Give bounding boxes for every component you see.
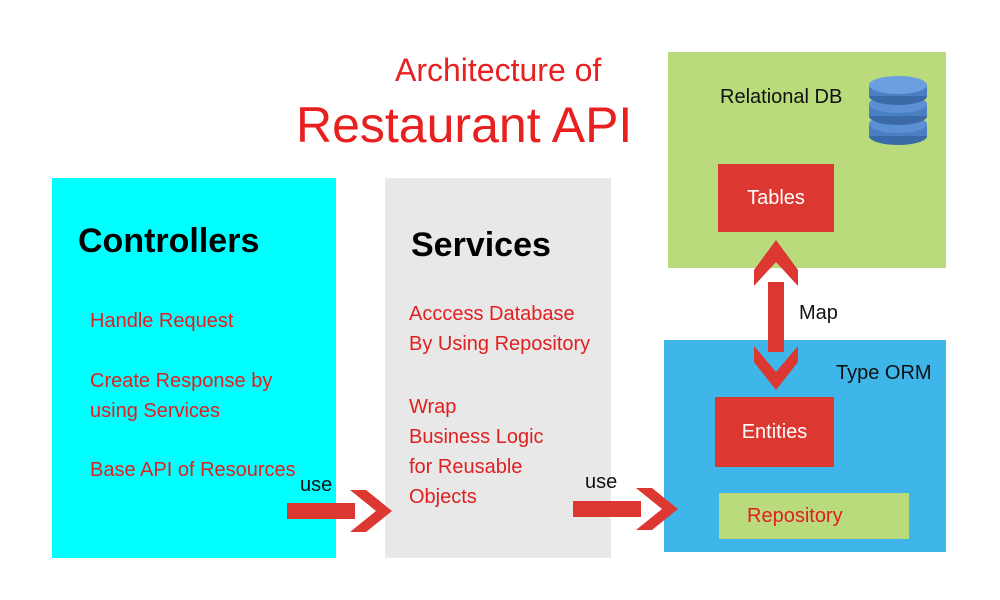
controllers-box: Controllers Handle Request Create Respon… [52, 178, 336, 558]
entities-label: Entities [741, 420, 808, 443]
entities-block: Entities [715, 397, 834, 467]
use-arrow-1 [287, 490, 392, 532]
use-arrow-2 [573, 488, 678, 530]
repository-label: Repository [747, 504, 843, 527]
services-item-access-database: Acccess Database [409, 303, 575, 325]
map-double-arrow [754, 240, 798, 390]
controllers-item-using-services: using Services [90, 400, 221, 422]
services-item-business-logic: Business Logic [409, 426, 544, 448]
database-icon [866, 74, 930, 153]
use-label-1: use [300, 474, 333, 496]
type-orm-label: Type ORM [836, 362, 932, 384]
controllers-item-handle-request: Handle Request [90, 310, 234, 332]
diagram-title-line-1: Architecture of [395, 52, 602, 88]
tables-label: Tables [747, 186, 805, 209]
diagram-title-line-2: Restaurant API [296, 97, 633, 153]
services-box: Services Acccess Database By Using Repos… [385, 178, 611, 558]
type-orm-box: Type ORM Entities Repository [664, 340, 946, 552]
controllers-item-base-api: Base API of Resources [90, 459, 296, 481]
repository-block: Repository [719, 493, 909, 539]
services-item-for-reusable: for Reusable [409, 456, 523, 478]
use-label-2: use [585, 471, 618, 493]
map-label: Map [799, 302, 838, 324]
services-heading: Services [411, 226, 551, 264]
controllers-item-create-response: Create Response by [90, 370, 273, 392]
relational-db-label: Relational DB [720, 86, 843, 108]
tables-block: Tables [718, 164, 834, 232]
services-item-using-repository: By Using Repository [409, 333, 591, 355]
services-item-objects: Objects [409, 486, 477, 508]
services-item-wrap: Wrap [409, 396, 457, 418]
controllers-heading: Controllers [78, 222, 260, 260]
